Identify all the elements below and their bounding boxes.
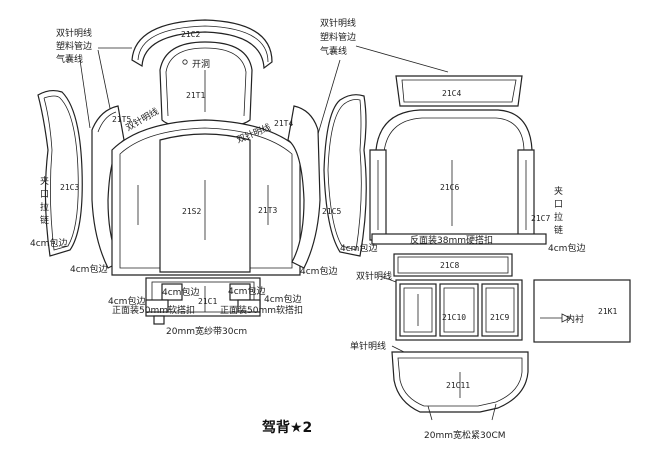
piece-21c8	[393, 253, 513, 277]
label-front-velcro-right: 正面装50mm软搭扣	[220, 304, 303, 316]
label-wrap4-d: 4cm包边	[162, 286, 199, 298]
label-zipper-left-3: 拉	[40, 201, 49, 213]
label-plastic-piping-top: 塑料管边	[56, 40, 92, 52]
label-single-stitch: 单针明线	[350, 340, 386, 352]
piece-21s2	[111, 119, 301, 276]
piece-21k1	[533, 279, 631, 343]
label-dbl-stitch-top: 双针明线	[56, 27, 92, 39]
label-plastic-piping-right: 塑料管边	[320, 31, 356, 43]
piece-21c3	[37, 89, 83, 257]
hole-icon	[182, 59, 188, 65]
label-zipper-right-1: 夹	[554, 185, 563, 197]
label-dbl-stitch-right: 双针明线	[320, 17, 356, 29]
label-reverse-hard: 反面装38mm硬搭扣	[410, 234, 493, 246]
code-21c10: 21C10	[442, 313, 466, 322]
piece-21t4	[287, 105, 321, 269]
label-dbl-stitch-21c8: 双针明线	[356, 270, 392, 282]
label-belt20: 20mm宽纱带30cm	[166, 325, 247, 337]
label-wrap4-e: 4cm包边	[228, 285, 265, 297]
label-wrap4-h: 4cm包边	[340, 242, 377, 254]
code-21s2: 21S2	[182, 207, 201, 216]
code-21c11: 21C11	[446, 381, 470, 390]
code-21t5: 21T5	[112, 115, 131, 124]
code-21c2: 21C2	[181, 30, 200, 39]
page-title: 驾背★2	[261, 419, 312, 436]
label-zipper-right-3: 拉	[554, 211, 563, 223]
piece-21c1	[145, 277, 261, 325]
code-21c9: 21C9	[490, 313, 509, 322]
code-21c8: 21C8	[440, 261, 459, 270]
label-air-bag-top: 气囊线	[56, 53, 83, 65]
label-zipper-right-2: 口	[554, 200, 563, 210]
code-21k1: 21K1	[598, 307, 617, 316]
code-21t4: 21T4	[274, 119, 293, 128]
code-21t1: 21T1	[186, 91, 205, 100]
code-21c6: 21C6	[440, 183, 459, 192]
label-zipper-left-4: 链	[40, 214, 49, 226]
label-wrap4-i: 4cm包边	[548, 242, 585, 254]
piece-21c6	[369, 109, 535, 241]
label-front-velcro-left: 正面装50mm软搭扣	[112, 304, 195, 316]
label-zipper-left-1: 夹	[40, 175, 49, 187]
label-wrap4-b: 4cm包边	[70, 263, 107, 275]
label-open-hole: 开洞	[192, 59, 210, 70]
piece-21c11	[391, 351, 529, 421]
label-elastic20: 20mm宽松紧30CM	[424, 429, 506, 441]
label-air-bag-right: 气囊线	[320, 45, 347, 57]
piece-21c2	[131, 19, 273, 70]
label-wrap4-g: 4cm包边	[264, 293, 301, 305]
piece-hard-velcro-band	[371, 233, 547, 245]
label-zipper-right-4: 链	[554, 224, 563, 236]
label-wrap4-f: 4cm包边	[108, 295, 145, 307]
label-zipper-left-2: 口	[40, 190, 49, 200]
label-wrap4-a: 4cm包边	[30, 237, 67, 249]
label-wrap4-c: 4cm包边	[300, 265, 337, 277]
code-21t3: 21T3	[258, 206, 277, 215]
piece-21c10-21c9	[395, 279, 523, 341]
code-21c4: 21C4	[442, 89, 461, 98]
code-21c3: 21C3	[60, 183, 79, 192]
code-21c5: 21C5	[322, 207, 341, 216]
label-inner-pocket: 内衬	[566, 313, 584, 325]
piece-21t1	[159, 41, 253, 129]
piece-21c5	[323, 94, 367, 257]
code-21c7: 21C7	[531, 214, 550, 223]
code-21c1: 21C1	[198, 297, 217, 306]
piece-21c4	[395, 75, 523, 107]
